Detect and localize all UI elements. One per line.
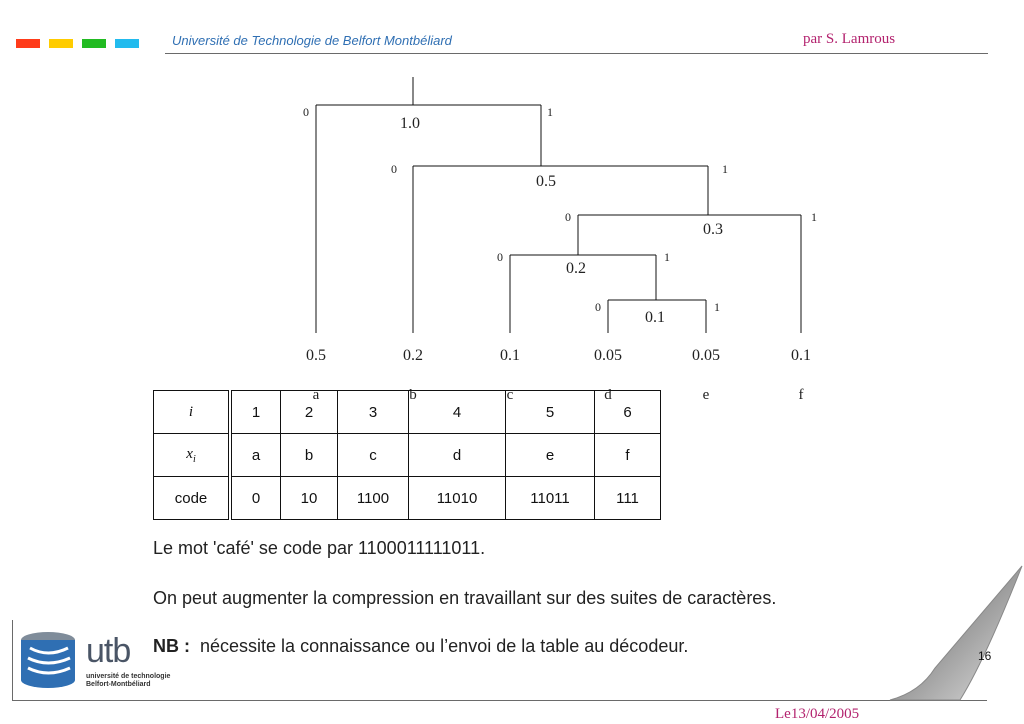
leaf-prob: 0.05 xyxy=(692,347,720,364)
header-rule xyxy=(165,53,988,54)
color-square-cyan xyxy=(115,39,139,48)
row-header-xi: xi xyxy=(153,433,232,477)
table-cell: 11011 xyxy=(505,476,595,520)
table-cell: 6 xyxy=(594,390,661,434)
date: Le13/04/2005 xyxy=(775,706,860,722)
leaf-prob: 0.1 xyxy=(791,347,811,364)
bit-label: 0 xyxy=(497,250,503,264)
leaf-prob: 0.05 xyxy=(594,347,622,364)
row-header-i: i xyxy=(153,390,232,434)
node-label-5: 0.1 xyxy=(645,309,665,326)
author: par S. Lamrous xyxy=(803,31,896,47)
code-table: i 1 2 3 4 5 6 xi a b c d e f code 0 10 1… xyxy=(153,390,661,520)
row-header-code: code xyxy=(153,476,232,520)
table-cell: 1 xyxy=(229,390,281,434)
table-cell: 111 xyxy=(594,476,661,520)
bottom-rule xyxy=(12,700,987,701)
table-cell: a xyxy=(229,433,281,477)
bit-label: 1 xyxy=(811,210,817,224)
nb-text: nécessite la connaissance ou l’envoi de … xyxy=(200,636,689,656)
table-cell: e xyxy=(505,433,595,477)
header-title: Université de Technologie de Belfort Mon… xyxy=(172,33,452,48)
table-cell: 1100 xyxy=(337,476,409,520)
logo-subtitle-line2: Belfort-Montbéliard xyxy=(86,681,151,688)
table-row: code 0 10 1100 11010 11011 111 xyxy=(153,476,661,520)
bit-label: 0 xyxy=(303,105,309,119)
page-number: 16 xyxy=(978,649,992,663)
node-label-4: 0.2 xyxy=(566,260,586,277)
row-header-subscript: i xyxy=(192,453,196,465)
table-cell: c xyxy=(337,433,409,477)
bit-label: 0 xyxy=(565,210,571,224)
compression-sentence: On peut augmenter la compression en trav… xyxy=(153,588,777,608)
huffman-tree: 1.0 0.5 0.3 0.2 0.1 0 1 0 1 0 1 0 1 0 1 … xyxy=(303,77,817,403)
logo-wordmark: utb xyxy=(86,632,131,670)
node-label-root: 1.0 xyxy=(400,115,420,132)
leaf-prob: 0.2 xyxy=(403,347,423,364)
table-row: xi a b c d e f xyxy=(153,433,661,477)
bit-label: 1 xyxy=(547,105,553,119)
bit-label: 1 xyxy=(664,250,670,264)
example-sentence: Le mot 'café' se code par 1100011111011. xyxy=(153,538,486,558)
table-cell: 11010 xyxy=(408,476,506,520)
table-cell: 10 xyxy=(280,476,338,520)
table-cell: 5 xyxy=(505,390,595,434)
table-cell: 2 xyxy=(280,390,338,434)
left-rule xyxy=(12,620,13,700)
node-label-3: 0.3 xyxy=(703,221,723,238)
color-square-yellow xyxy=(49,39,73,48)
nb-note: NB : nécessite la connaissance ou l’envo… xyxy=(153,636,688,657)
table-row: i 1 2 3 4 5 6 xyxy=(153,390,661,434)
node-label-2: 0.5 xyxy=(536,173,556,190)
table-cell: 0 xyxy=(229,476,281,520)
bit-label: 0 xyxy=(391,162,397,176)
row-header-x: x xyxy=(186,445,193,462)
logo-subtitle: université de technologie Belfort-Montbé… xyxy=(86,673,170,689)
color-square-green xyxy=(82,39,106,48)
leaf-prob: 0.1 xyxy=(500,347,520,364)
leaf-prob: 0.5 xyxy=(306,347,326,364)
table-cell: d xyxy=(408,433,506,477)
utbm-logo-icon xyxy=(21,632,75,688)
logo-subtitle-line1: université de technologie xyxy=(86,673,171,680)
color-square-red xyxy=(16,39,40,48)
bit-label: 1 xyxy=(714,300,720,314)
leaf-symbol: f xyxy=(799,387,804,403)
nb-label: NB : xyxy=(153,636,190,656)
bit-label: 1 xyxy=(722,162,728,176)
leaf-symbol: e xyxy=(703,387,710,403)
bit-label: 0 xyxy=(595,300,601,314)
